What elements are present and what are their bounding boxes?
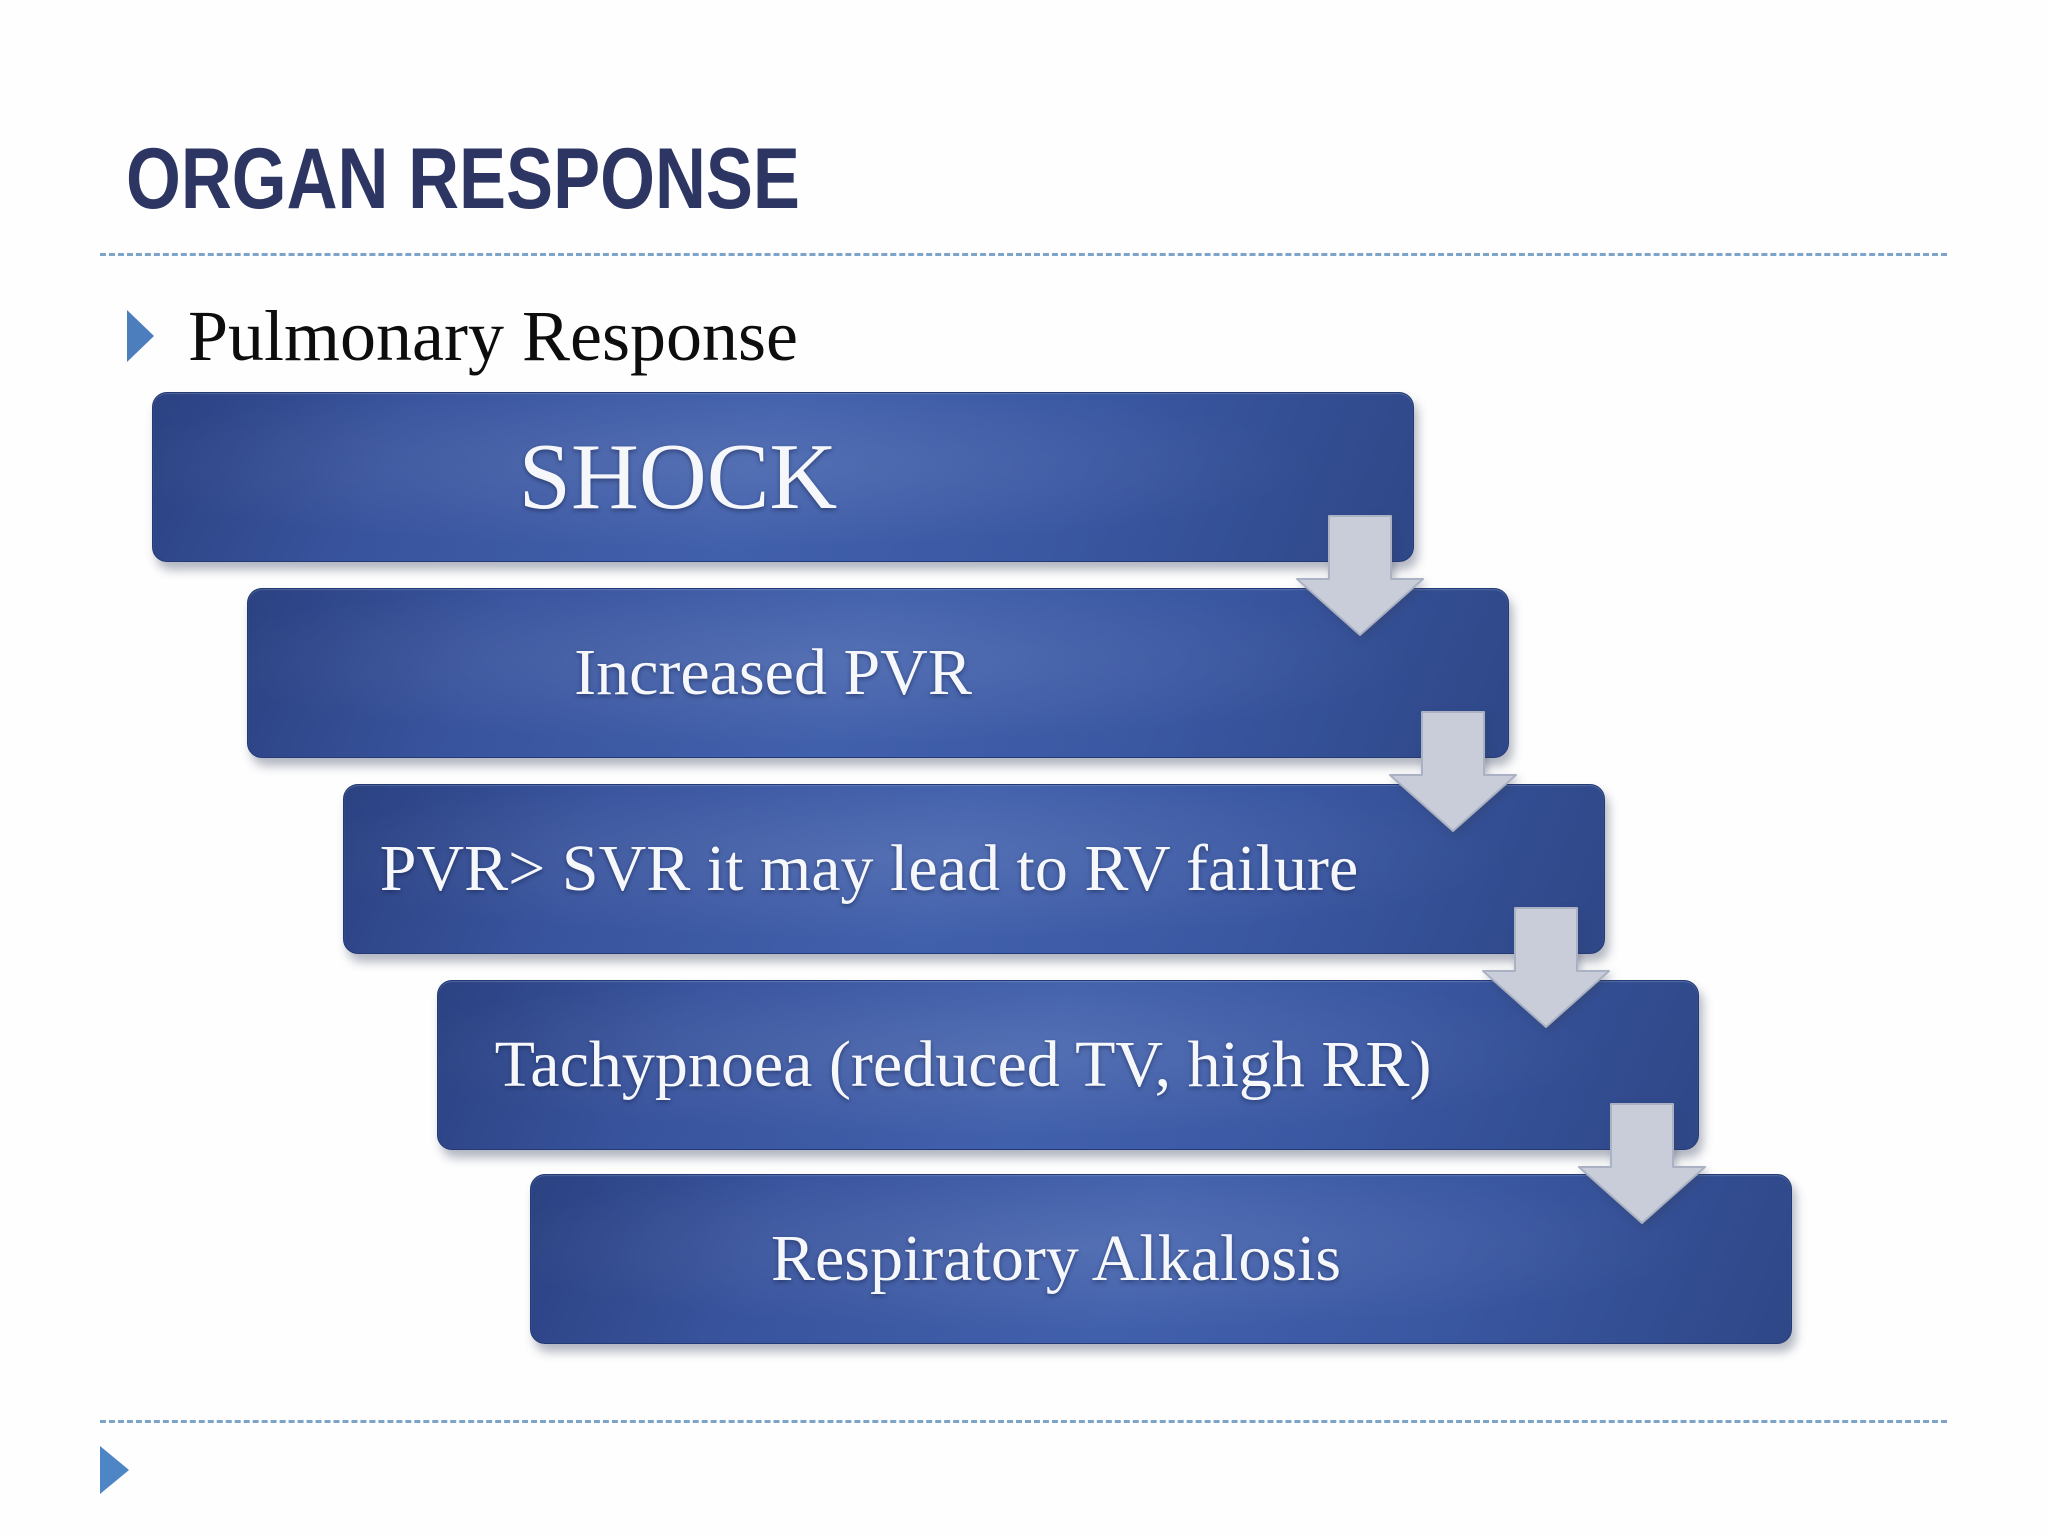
step-box-tachypnoea: Tachypnoea (reduced TV, high RR) [437, 980, 1699, 1150]
slide-title: ORGAN RESPONSE [126, 131, 800, 227]
step-label: PVR> SVR it may lead to RV failure [379, 832, 1359, 905]
step-box-shock: SHOCK [152, 392, 1414, 562]
step-label: Respiratory Alkalosis [770, 1222, 1342, 1295]
down-arrow-icon [1389, 711, 1517, 832]
step-label: Increased PVR [574, 636, 972, 709]
bullet-marker-icon [127, 310, 154, 362]
down-arrow-icon [1296, 515, 1424, 636]
title-divider [100, 253, 1947, 256]
step-box-increased-pvr: Increased PVR [247, 588, 1509, 758]
down-arrow-icon [1482, 907, 1610, 1028]
step-box-respiratory-alkalosis: Respiratory Alkalosis [530, 1174, 1792, 1344]
footer-divider [100, 1420, 1947, 1423]
step-box-pvr-svr-rv-failure: PVR> SVR it may lead to RV failure [343, 784, 1605, 954]
bullet-row: Pulmonary Response [127, 296, 798, 376]
bullet-text: Pulmonary Response [188, 296, 798, 376]
step-label: SHOCK [518, 425, 838, 529]
down-arrow-icon [1578, 1103, 1706, 1224]
step-label: Tachypnoea (reduced TV, high RR) [494, 1028, 1432, 1101]
footer-marker-icon [100, 1446, 129, 1494]
